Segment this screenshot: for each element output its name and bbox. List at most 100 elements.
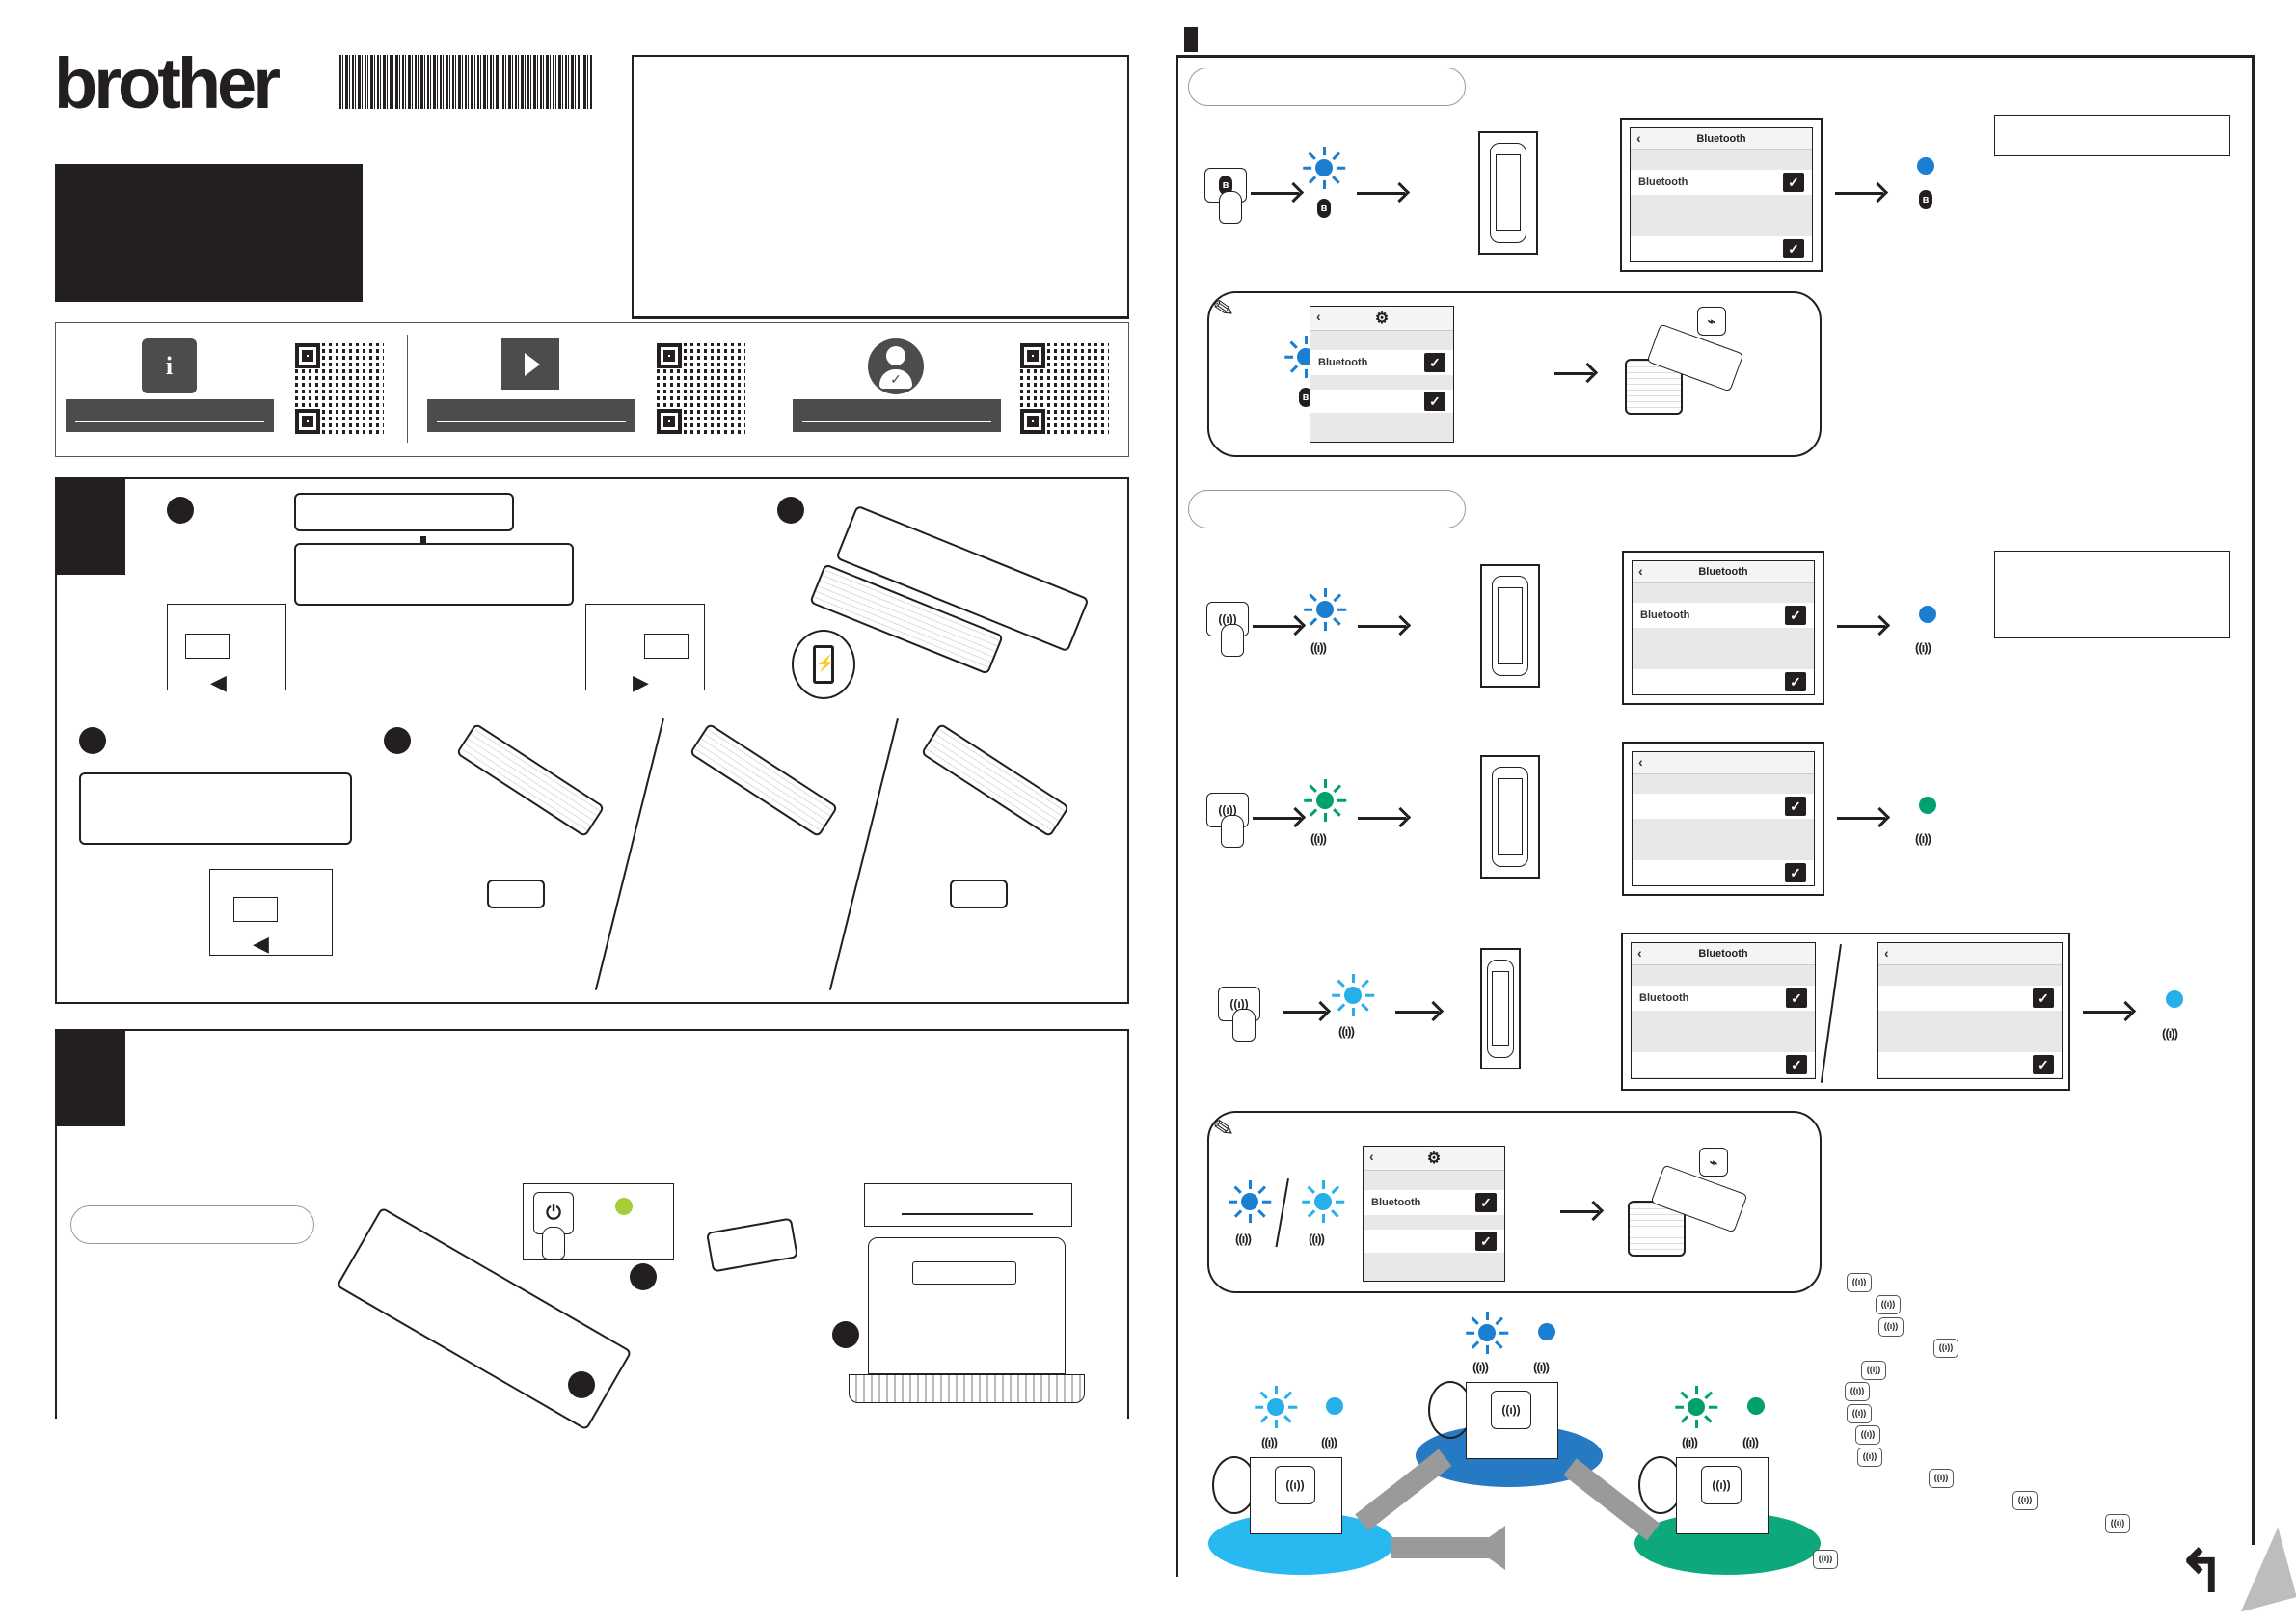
checkbox-checked[interactable]: ✓ xyxy=(1786,988,1807,1008)
checkbox-checked[interactable]: ✓ xyxy=(1785,672,1806,691)
checkbox-checked[interactable]: ✓ xyxy=(1475,1193,1497,1212)
wifi-key-icon: ((ı)) xyxy=(1855,1425,1880,1445)
checkbox-checked[interactable]: ✓ xyxy=(2033,988,2054,1008)
lock-detail-right: ▶ xyxy=(585,604,705,693)
back-icon[interactable]: ‹ xyxy=(1884,945,1889,961)
bluetooth-toggle-row[interactable]: Bluetooth ✓ xyxy=(1364,1190,1504,1215)
hand-pointer-icon xyxy=(1232,1009,1256,1042)
divider-slash xyxy=(1820,944,1842,1083)
cycle-arrow-up xyxy=(1355,1448,1452,1531)
wifi-icon: ((ı)) xyxy=(1533,1360,1550,1374)
wifi-icon: ((ı)) xyxy=(1501,1403,1521,1417)
back-icon[interactable]: ‹ xyxy=(1369,1149,1374,1164)
wifi-key-icon: ((ı)) xyxy=(1813,1550,1838,1569)
back-icon[interactable]: ‹ xyxy=(1638,754,1643,770)
support-label-bar[interactable] xyxy=(793,399,1001,432)
user-support-icon: ✓ xyxy=(868,338,924,394)
ac-adapter-illustration xyxy=(487,880,545,908)
qr-code-support[interactable] xyxy=(1020,343,1109,434)
wifi-icon: ((ı)) xyxy=(1285,1478,1305,1492)
arrow-right-icon xyxy=(1395,1011,1439,1014)
back-icon[interactable]: ‹ xyxy=(1316,309,1321,324)
led-blinking-light-blue xyxy=(1302,1180,1345,1223)
page-turn-icon[interactable]: ↰ xyxy=(2177,1527,2296,1620)
checkbox-checked[interactable]: ✓ xyxy=(1785,797,1806,816)
battery-charge-icon: ⚡ xyxy=(792,630,855,699)
option-row[interactable]: ✓ xyxy=(1310,390,1453,413)
device-row[interactable]: ✓ xyxy=(1878,1052,2062,1077)
led-solid-blue xyxy=(1919,606,1936,623)
qr-code-manual[interactable] xyxy=(295,343,384,434)
led-blinking-light-blue xyxy=(1255,1386,1298,1428)
device-row[interactable]: ✓ xyxy=(1633,669,1814,694)
bluetooth-note-box xyxy=(1207,291,1822,457)
step-a-marker xyxy=(630,1263,657,1290)
toggle-row[interactable]: ✓ xyxy=(1633,794,1814,819)
arrow-right-icon xyxy=(1251,192,1299,195)
checkbox-checked[interactable]: ✓ xyxy=(1475,1232,1497,1251)
wifi-section-pill xyxy=(1188,490,1466,528)
title-block xyxy=(55,164,363,302)
step-c-marker xyxy=(568,1371,595,1398)
app-settings-screen: ‹ ⚙ Bluetooth ✓ ✓ xyxy=(1310,306,1454,443)
wifi-key-icon: ((ı)) xyxy=(1878,1317,1904,1337)
manual-label-bar[interactable] xyxy=(66,399,274,432)
checkbox-checked[interactable]: ✓ xyxy=(1783,173,1804,192)
press-card: ((ı)) xyxy=(1676,1457,1769,1534)
device-row[interactable]: ✓ xyxy=(1633,860,1814,885)
checkbox-checked[interactable]: ✓ xyxy=(1424,392,1445,411)
arrow-right-icon xyxy=(1835,192,1883,195)
wifi-icon: ((ı)) xyxy=(1218,612,1237,626)
arrow-left-icon: ◀ xyxy=(253,932,269,956)
section-1-battery xyxy=(55,477,1129,1004)
hand-pointer-icon xyxy=(1221,815,1244,848)
step-2-marker xyxy=(777,497,804,524)
wifi-icon: ((ı)) xyxy=(2162,1026,2178,1041)
section-1-tab xyxy=(56,478,125,575)
checkbox-checked[interactable]: ✓ xyxy=(1785,606,1806,625)
checkbox-checked[interactable]: ✓ xyxy=(2033,1055,2054,1074)
option-row[interactable]: ✓ xyxy=(1364,1230,1504,1253)
right-frame-top xyxy=(1176,55,2254,58)
row-label: Bluetooth xyxy=(1639,992,1689,1004)
gear-icon[interactable]: ⚙ xyxy=(1374,311,1390,327)
toggle-row[interactable]: ✓ xyxy=(1878,986,2062,1011)
wifi-key-icon: ((ı)) xyxy=(1876,1295,1901,1314)
bluetooth-section-pill xyxy=(1188,68,1466,106)
barcode-icon xyxy=(339,55,592,109)
wifi-icon: ((ı)) xyxy=(1218,803,1237,817)
wifi-key-icon: ((ı)) xyxy=(1857,1448,1882,1467)
arrow-right-icon xyxy=(1283,1011,1326,1014)
checkbox-checked[interactable]: ✓ xyxy=(1424,353,1445,372)
wifi-button[interactable]: ((ı)) xyxy=(1701,1466,1742,1504)
bluetooth-toggle-row[interactable]: Bluetooth✓ xyxy=(1633,603,1814,628)
back-icon[interactable]: ‹ xyxy=(1638,563,1643,579)
bluetooth-toggle-row[interactable]: Bluetooth ✓ xyxy=(1310,350,1453,375)
device-row[interactable]: ✓ xyxy=(1632,1052,1815,1077)
checkbox-checked[interactable]: ✓ xyxy=(1786,1055,1807,1074)
arrow-right-icon xyxy=(1357,192,1405,195)
video-label-bar[interactable] xyxy=(427,399,635,432)
device-row[interactable]: ✓ xyxy=(1631,236,1812,261)
row-label: Bluetooth xyxy=(1318,357,1368,368)
checkbox-checked[interactable]: ✓ xyxy=(1785,863,1806,882)
row-label: Bluetooth xyxy=(1371,1197,1421,1208)
back-icon[interactable]: ‹ xyxy=(1637,945,1642,961)
resource-panel xyxy=(55,322,1129,457)
wifi-button[interactable]: ((ı)) xyxy=(1275,1466,1315,1504)
lock-detail-left: ◀ xyxy=(167,604,286,693)
bluetooth-toggle-row[interactable]: Bluetooth✓ xyxy=(1631,170,1812,195)
screen-title: Bluetooth xyxy=(1698,566,1748,578)
wifi-icon: ((ı)) xyxy=(1338,1024,1355,1039)
arrow-right-icon xyxy=(1358,817,1406,820)
hand-pointer-icon xyxy=(1221,624,1244,657)
qr-code-video[interactable] xyxy=(657,343,745,434)
smartphone-illustration xyxy=(1480,564,1540,688)
checkbox-checked[interactable]: ✓ xyxy=(1783,239,1804,258)
gear-icon[interactable]: ⚙ xyxy=(1426,1150,1442,1167)
led-blinking-blue xyxy=(1303,147,1346,189)
wifi-button[interactable]: ((ı)) xyxy=(1491,1391,1531,1429)
back-icon[interactable]: ‹ xyxy=(1636,130,1641,146)
bluetooth-toggle-row[interactable]: Bluetooth ✓ xyxy=(1632,986,1815,1011)
battery-cover-illustration xyxy=(294,493,514,531)
